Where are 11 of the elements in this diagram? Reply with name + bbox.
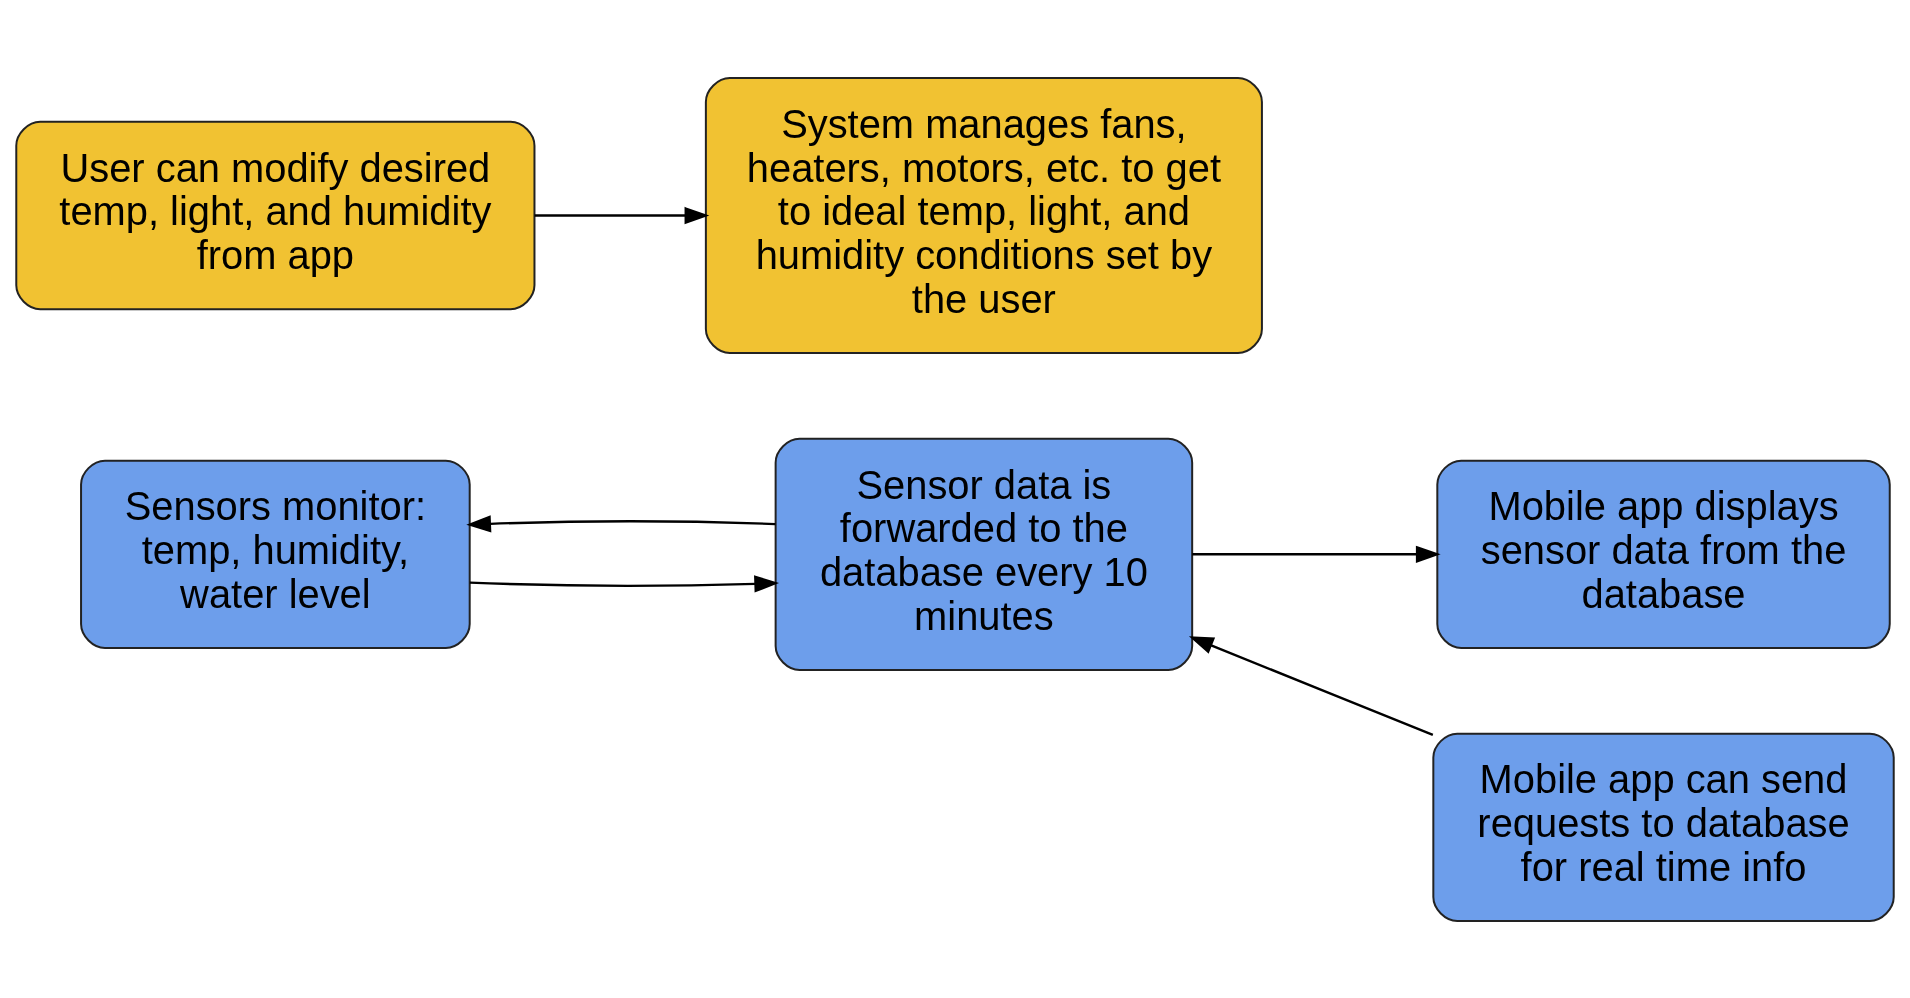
node-box: Sensors monitor: temp, humidity, water level (80, 459, 471, 649)
node-box: System manages fans, heaters, motors, etc. to get to ideal temp, light, and humidity conditions set by the user (704, 76, 1263, 354)
arrow (534, 206, 710, 224)
node-box: Mobile app displays sensor data from the database (1436, 459, 1891, 649)
node-box: Sensor data is forwarded to the database every 10 minutes (774, 437, 1194, 671)
arrow (466, 514, 776, 532)
arrow (1188, 635, 1434, 736)
arrow (469, 574, 780, 593)
arrow (1192, 545, 1441, 563)
node-box: User can modify desired temp, light, and humidity from app (15, 120, 536, 310)
node-box: Mobile app can send requests to database for real time info (1432, 732, 1895, 922)
